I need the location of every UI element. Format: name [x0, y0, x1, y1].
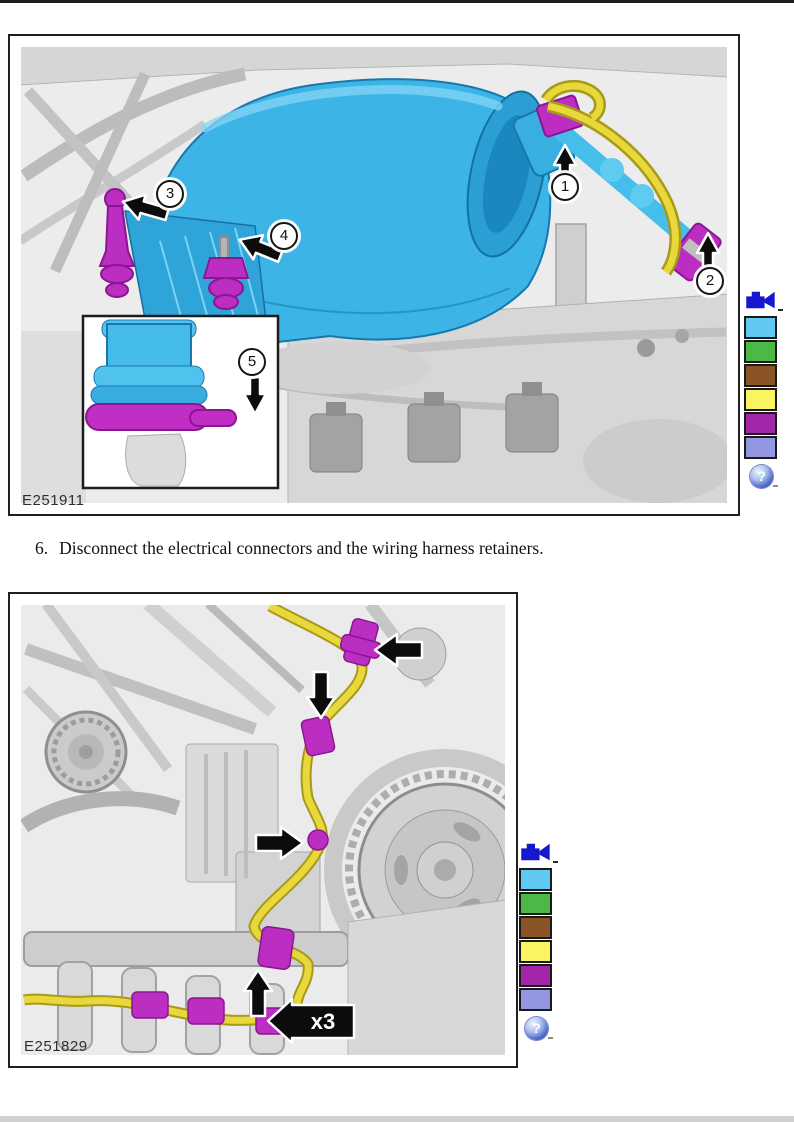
legend-swatch-green [519, 892, 552, 915]
legend-swatch-cyan [744, 316, 777, 339]
x3-count-label: x3 [310, 1009, 336, 1034]
figure-margin [10, 36, 738, 514]
icon-dash [553, 861, 558, 863]
legend-swatch-periwinkle [744, 436, 777, 459]
step-number: 6. [35, 538, 49, 558]
inset-detail-box [81, 314, 280, 490]
video-camera-glyph [521, 843, 550, 861]
figure-code: E251829 [24, 1038, 88, 1055]
legend-swatch-yellow [744, 388, 777, 411]
color-legend [744, 316, 777, 459]
callout-2: 2 [696, 267, 724, 295]
legend-swatch-brown [744, 364, 777, 387]
color-legend [519, 868, 552, 1011]
figure1-legend: ? [744, 289, 783, 488]
callout-5: 5 [238, 348, 266, 376]
figure2-legend: ? [519, 841, 558, 1040]
figure-air-duct-removal: 1 2 3 4 5 E251911 [8, 34, 740, 516]
video-camera-glyph [746, 291, 775, 309]
callout-1: 1 [551, 173, 579, 201]
help-glyph: ? [532, 1020, 541, 1036]
direction-arrows [242, 632, 424, 1045]
callout-4: 4 [270, 222, 298, 250]
legend-swatch-brown [519, 916, 552, 939]
legend-swatch-yellow [519, 940, 552, 963]
figure-code: E251911 [22, 492, 85, 509]
callout-3: 3 [156, 180, 184, 208]
illustration-engine-side [10, 594, 516, 1066]
step-text: Disconnect the electrical connectors and… [59, 538, 544, 558]
illustration-engine-bay [10, 36, 738, 514]
help-icon[interactable]: ? [525, 1017, 553, 1040]
page-bottom-band [0, 1116, 794, 1122]
legend-swatch-cyan [519, 868, 552, 891]
help-icon[interactable]: ? [750, 465, 778, 488]
video-camera-icon[interactable] [744, 289, 783, 313]
help-glyph: ? [757, 468, 766, 484]
legend-swatch-magenta [744, 412, 777, 435]
legend-swatch-magenta [519, 964, 552, 987]
video-camera-icon[interactable] [519, 841, 558, 865]
x3-arrow-badge [266, 997, 356, 1045]
icon-dash [548, 1037, 553, 1039]
legend-swatch-periwinkle [519, 988, 552, 1011]
icon-dash [778, 309, 783, 311]
icon-dash [773, 485, 778, 487]
legend-swatch-green [744, 340, 777, 363]
page-top-rule [0, 0, 794, 3]
figure-harness-retainers: E251829 [8, 592, 518, 1068]
figure-margin [10, 594, 516, 1066]
step-instruction: 6. Disconnect the electrical connectors a… [35, 538, 755, 559]
wiring-harness [540, 79, 682, 276]
